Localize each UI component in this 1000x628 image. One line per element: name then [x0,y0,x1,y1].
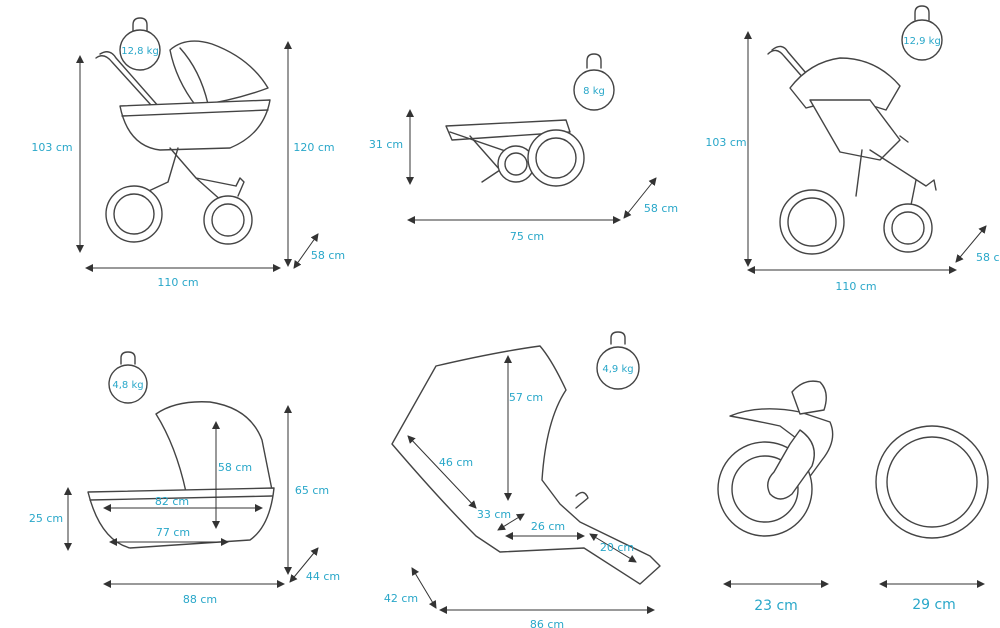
backrest-inner-label: 46 cm [439,456,473,469]
inner-length-bottom-label: 77 cm [156,526,190,539]
weight-icon: 12,8 kg [119,17,161,71]
height-label-right: 120 cm [293,141,334,154]
carrycot-panel: 4,8 kg 58 cm 82 cm 77 cm 65 cm 25 cm 88 … [29,351,340,606]
height-label: 31 cm [369,138,403,151]
seat-length-label: 26 cm [531,520,565,533]
weight-icon: 8 kg [573,53,615,111]
inner-length-top-label: 82 cm [155,495,189,508]
width-label: 110 cm [157,276,198,289]
width-label: 110 cm [835,280,876,293]
stroller-seat-panel: 12,9 kg 103 cm 110 cm 58 cm [705,5,1000,293]
body-height-label: 25 cm [29,512,63,525]
depth-label: 58 cm [976,251,1000,264]
weight-label: 8 kg [583,86,605,97]
stroller-pram-drawing [95,40,271,245]
backrest-height-label: 57 cm [509,391,543,404]
rear-wheel-drawing [875,425,989,539]
weight-icon: 4,9 kg [596,331,640,390]
stroller-pram-panel: 12,8 kg 103 cm 120 cm 110 [31,17,345,289]
seat-unit-drawing [391,345,661,585]
rear-wheel-label: 29 cm [912,597,956,613]
length-label: 88 cm [183,593,217,606]
stroller-folded-panel: 8 kg 31 cm 75 cm 58 cm [369,53,678,243]
stroller-seat-drawing [767,45,937,255]
depth-label: 58 cm [311,249,345,262]
front-wheel-drawing [717,380,834,537]
front-wheel-label: 23 cm [754,598,798,614]
weight-label: 12,9 kg [903,36,941,47]
depth-label: 44 cm [306,570,340,583]
depth-label: 58 cm [644,202,678,215]
hood-height-label: 58 cm [218,461,252,474]
wheels-panel: 23 cm 29 cm [717,380,989,614]
weight-icon: 12,9 kg [901,5,943,61]
weight-icon: 4,8 kg [108,351,148,404]
weight-label: 12,8 kg [121,46,159,57]
weight-label: 4,8 kg [112,380,143,391]
weight-label: 4,9 kg [602,364,633,375]
height-label-left: 103 cm [31,141,72,154]
height-label: 65 cm [295,484,329,497]
length-label: 75 cm [510,230,544,243]
footrest-label: 20 cm [600,541,634,554]
height-label: 103 cm [705,136,746,149]
width-label: 42 cm [384,592,418,605]
stroller-folded-drawing [445,119,585,187]
seat-depth-label: 33 cm [477,508,511,521]
seat-unit-panel: 4,9 kg 57 cm 46 cm 33 cm 26 cm 20 cm 42 … [384,331,661,628]
length-label: 86 cm [530,618,564,628]
